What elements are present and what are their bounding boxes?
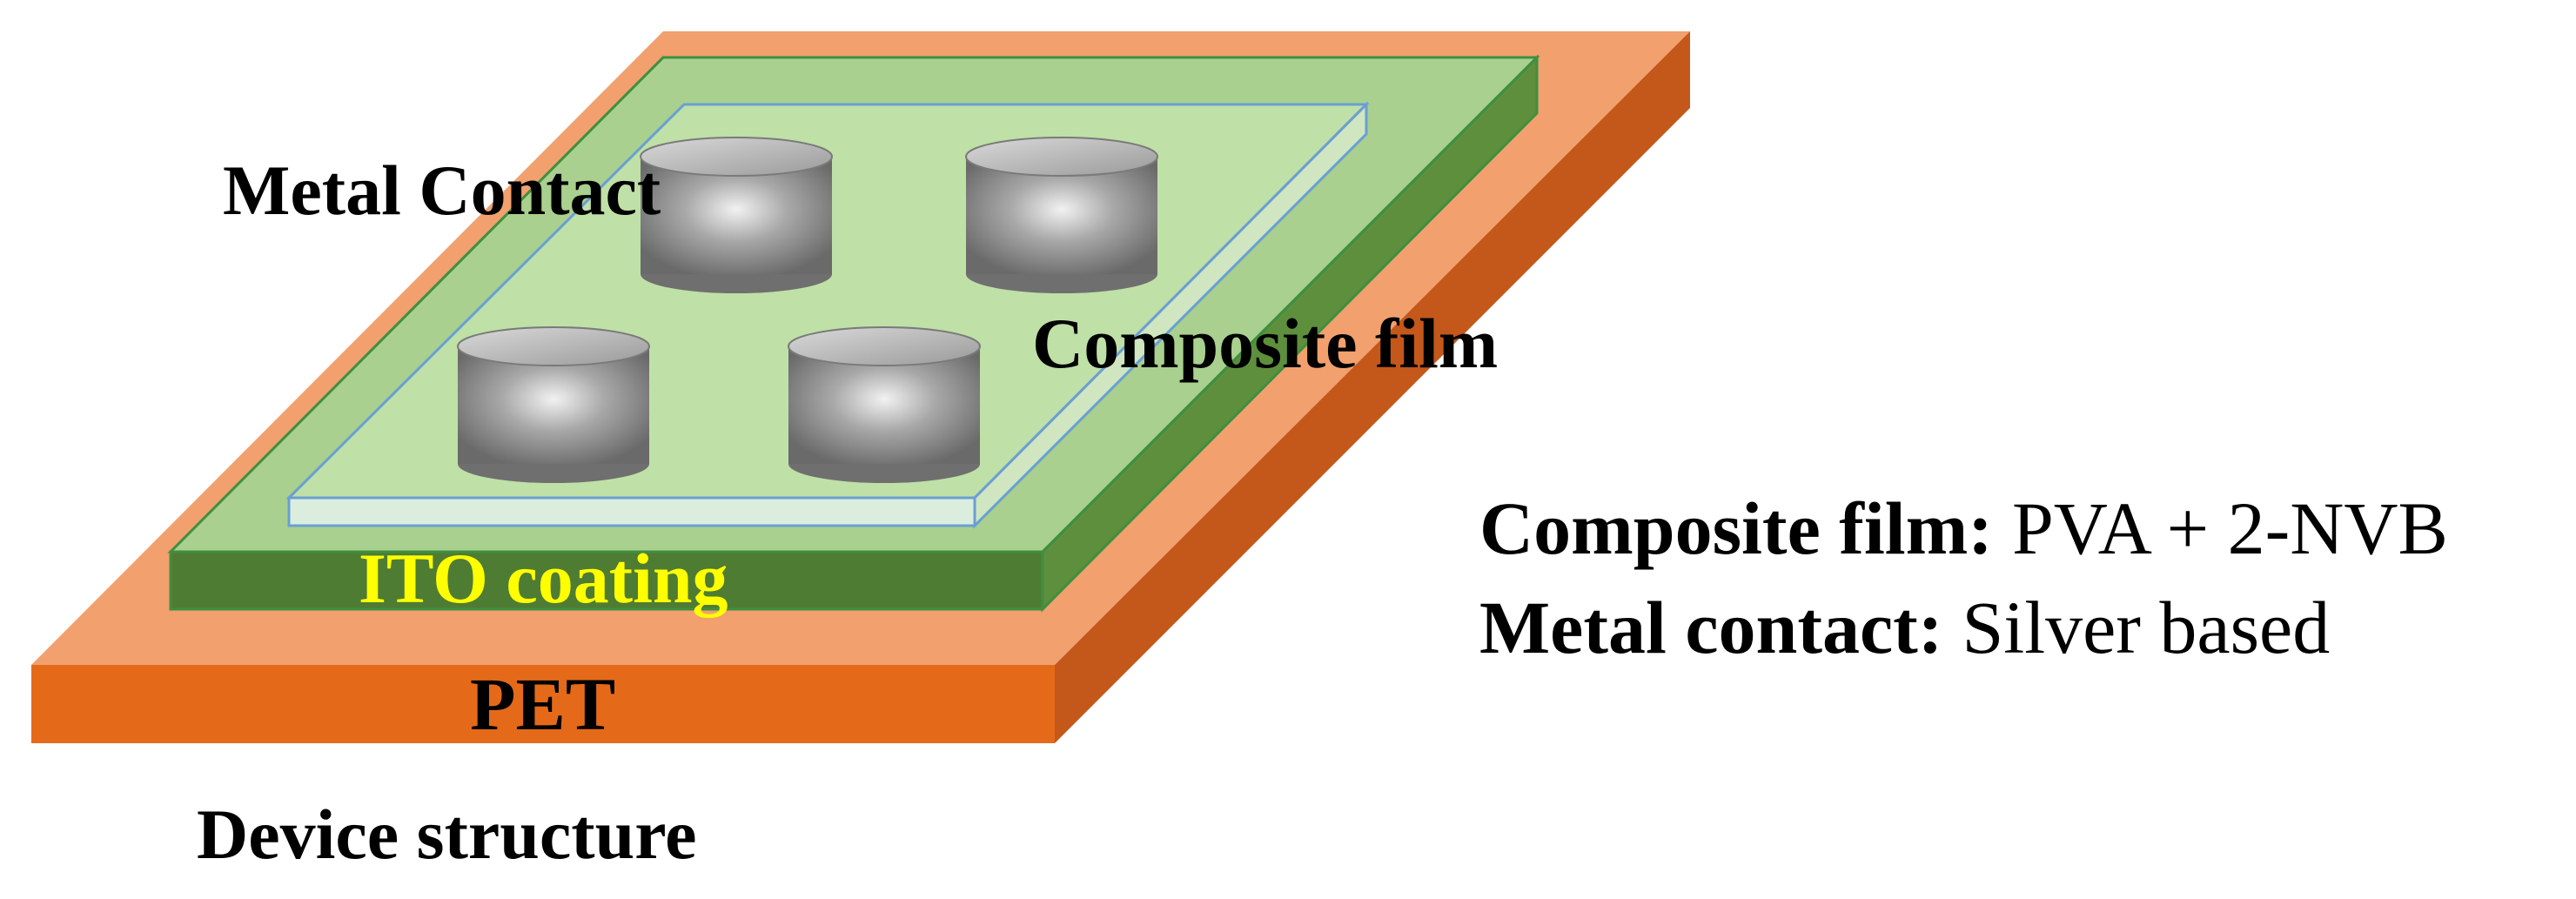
film-front-face [287, 496, 976, 527]
legend-metal-key: Metal contact: [1479, 586, 1942, 669]
cylinder-icon [965, 137, 1158, 293]
metal-contacts [457, 137, 1158, 483]
cylinder-icon [788, 326, 981, 483]
pet-label: PET [470, 662, 615, 746]
legend-line-composite: Composite film:PVA + 2-NVB [1479, 486, 2448, 570]
metal-contact-label: Metal Contact [223, 151, 661, 230]
pet-front-face [31, 665, 1055, 743]
ito-coating-label: ITO coating [359, 539, 728, 618]
composite-film-label: Composite film [1032, 304, 1498, 383]
cylinder-icon [457, 326, 650, 483]
device-structure-caption: Device structure [197, 795, 697, 874]
ito-front-face [169, 550, 1044, 611]
legend-composite-key: Composite film: [1479, 486, 1993, 570]
cylinder-icon [640, 137, 833, 293]
legend-composite-value: PVA + 2-NVB [2012, 486, 2448, 570]
materials-legend: Composite film:PVA + 2-NVB Metal contact… [1479, 486, 2448, 669]
legend-metal-value: Silver based [1962, 586, 2330, 669]
pet-right-face [1055, 31, 1690, 743]
legend-line-metal: Metal contact:Silver based [1479, 586, 2330, 669]
